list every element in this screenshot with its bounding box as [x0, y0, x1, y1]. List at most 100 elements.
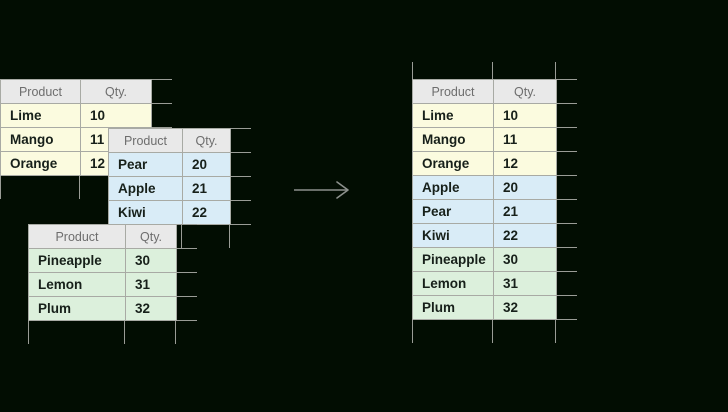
grid-stub-line	[229, 176, 251, 177]
column-header-qty: Qty.	[80, 79, 152, 104]
table-row[interactable]: Plum 32	[28, 296, 177, 321]
column-header-qty: Qty.	[182, 128, 231, 153]
cell-qty: 10	[80, 103, 152, 128]
grid-stub-line	[175, 296, 197, 297]
grid-stub-line	[555, 319, 577, 320]
grid-stub-line	[555, 199, 577, 200]
grid-stub-line	[229, 152, 251, 153]
cell-product: Pear	[412, 199, 494, 224]
grid-stub-line	[555, 151, 577, 152]
column-header-qty: Qty.	[125, 224, 177, 249]
grid-stub-line	[150, 127, 172, 128]
grid-stub-line	[412, 319, 413, 343]
table-row[interactable]: Apple 21	[108, 176, 231, 201]
cell-product: Lemon	[412, 271, 494, 296]
table-header-row: Product Qty.	[108, 128, 231, 153]
cell-qty: 21	[182, 176, 231, 201]
source-table-1[interactable]: Product Qty. Lime 10 Mango 11 Orange 12	[0, 79, 152, 176]
table-header-row: Product Qty.	[28, 224, 177, 249]
table-row[interactable]: Lime 10	[0, 103, 152, 128]
source-table-3[interactable]: Product Qty. Pineapple 30 Lemon 31 Plum …	[28, 224, 177, 321]
cell-qty: 32	[125, 296, 177, 321]
cell-product: Mango	[412, 127, 494, 152]
cell-qty: 30	[125, 248, 177, 273]
cell-qty: 22	[182, 200, 231, 225]
grid-stub-line	[555, 223, 577, 224]
grid-stub-line	[229, 128, 251, 129]
cell-product: Kiwi	[412, 223, 494, 248]
grid-stub-line	[555, 127, 577, 128]
grid-stub-line	[555, 247, 577, 248]
grid-stub-line	[555, 175, 577, 176]
table-row[interactable]: Pear 21	[412, 199, 557, 224]
grid-stub-line	[412, 62, 413, 79]
grid-stub-line	[28, 320, 29, 344]
table-header-row: Product Qty.	[412, 79, 557, 104]
grid-stub-line	[175, 320, 176, 344]
table-row[interactable]: Kiwi 22	[412, 223, 557, 248]
table-row[interactable]: Lemon 31	[412, 271, 557, 296]
grid-stub-line	[79, 175, 80, 199]
cell-qty: 20	[493, 175, 557, 200]
grid-stub-line	[124, 320, 125, 344]
column-header-product: Product	[0, 79, 81, 104]
grid-stub-line	[229, 200, 251, 201]
grid-stub-line	[492, 319, 493, 343]
cell-qty: 11	[493, 127, 557, 152]
grid-stub-line	[229, 224, 251, 225]
cell-qty: 12	[493, 151, 557, 176]
table-row[interactable]: Lemon 31	[28, 272, 177, 297]
table-row[interactable]: Pineapple 30	[412, 247, 557, 272]
result-table[interactable]: Product Qty. Lime 10 Mango 11 Orange 12 …	[412, 79, 557, 320]
right-arrow-icon	[294, 181, 349, 199]
cell-product: Lemon	[28, 272, 126, 297]
cell-qty: 30	[493, 247, 557, 272]
cell-product: Lime	[412, 103, 494, 128]
transform-arrow	[293, 178, 355, 207]
grid-stub-line	[175, 320, 197, 321]
cell-product: Pineapple	[28, 248, 126, 273]
cell-product: Pineapple	[412, 247, 494, 272]
grid-stub-line	[229, 224, 230, 248]
cell-qty: 21	[493, 199, 557, 224]
grid-stub-line	[150, 79, 172, 80]
grid-stub-line	[175, 224, 197, 225]
table-header-row: Product Qty.	[0, 79, 152, 104]
grid-stub-line	[175, 248, 197, 249]
table-row[interactable]: Plum 32	[412, 295, 557, 320]
grid-stub-line	[175, 272, 197, 273]
cell-qty: 31	[493, 271, 557, 296]
cell-product: Lime	[0, 103, 81, 128]
grid-stub-line	[555, 79, 577, 80]
cell-product: Plum	[28, 296, 126, 321]
grid-stub-line	[555, 62, 556, 79]
cell-qty: 10	[493, 103, 557, 128]
cell-product: Orange	[412, 151, 494, 176]
table-row[interactable]: Orange 12	[412, 151, 557, 176]
table-row[interactable]: Apple 20	[412, 175, 557, 200]
cell-product: Apple	[412, 175, 494, 200]
grid-stub-line	[555, 271, 577, 272]
table-row[interactable]: Kiwi 22	[108, 200, 231, 225]
table-row[interactable]: Lime 10	[412, 103, 557, 128]
table-row[interactable]: Pear 20	[108, 152, 231, 177]
grid-stub-line	[555, 103, 577, 104]
grid-stub-line	[150, 103, 172, 104]
cell-qty: 20	[182, 152, 231, 177]
cell-product: Kiwi	[108, 200, 183, 225]
cell-qty: 31	[125, 272, 177, 297]
source-table-2[interactable]: Product Qty. Pear 20 Apple 21 Kiwi 22	[108, 128, 231, 225]
grid-stub-line	[492, 62, 493, 79]
cell-qty: 22	[493, 223, 557, 248]
table-row[interactable]: Pineapple 30	[28, 248, 177, 273]
cell-product: Plum	[412, 295, 494, 320]
cell-product: Mango	[0, 127, 81, 152]
table-row[interactable]: Mango 11	[412, 127, 557, 152]
cell-product: Pear	[108, 152, 183, 177]
grid-stub-line	[555, 295, 577, 296]
grid-stub-line	[181, 224, 182, 248]
grid-stub-line	[0, 175, 1, 199]
column-header-qty: Qty.	[493, 79, 557, 104]
column-header-product: Product	[28, 224, 126, 249]
